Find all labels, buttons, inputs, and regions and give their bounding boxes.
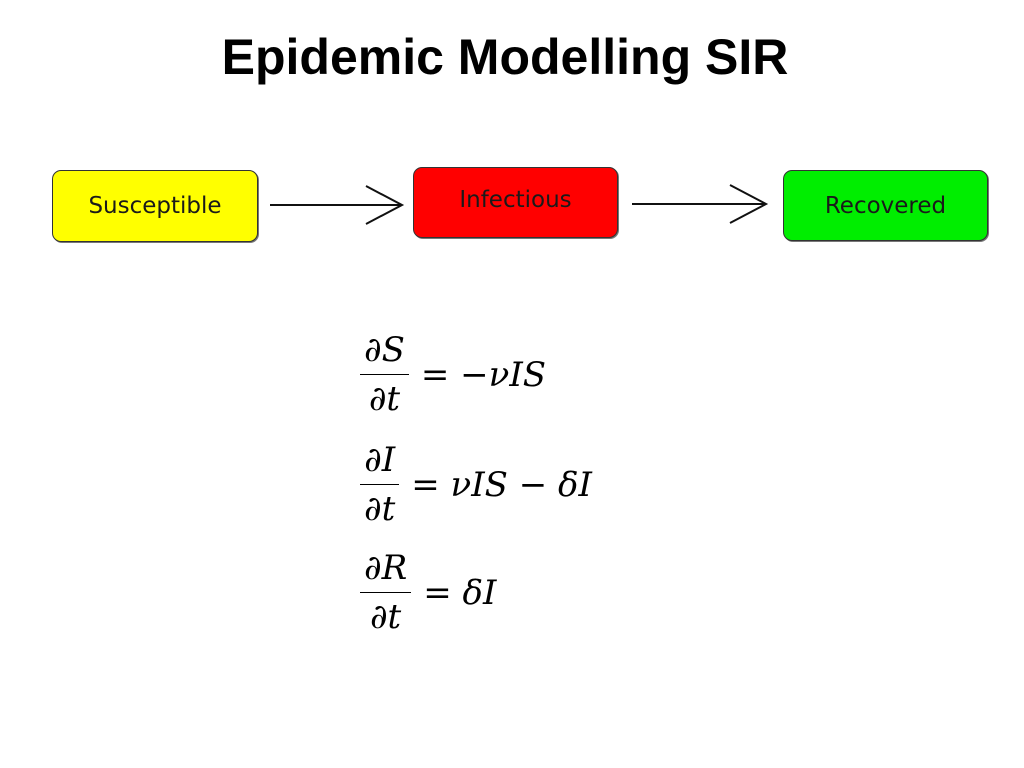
equation-susceptible: ∂S ∂t = −νIS (360, 330, 546, 419)
equation-rhs: = νIS − δI (411, 464, 592, 505)
fraction-numerator: ∂R (360, 548, 412, 593)
arrow-susceptible-to-infectious (270, 185, 405, 225)
infectious-box: Infectious (413, 167, 618, 238)
sir-equations: ∂S ∂t = −νIS ∂I ∂t = νIS − δI ∂R ∂t = δI (360, 330, 690, 648)
fraction-numerator: ∂S (360, 330, 409, 375)
derivative-fraction: ∂S ∂t (360, 330, 409, 419)
equation-rhs: = −νIS (420, 354, 547, 395)
slide-title: Epidemic Modelling SIR (221, 29, 789, 85)
recovered-box: Recovered (783, 170, 988, 241)
equation-recovered: ∂R ∂t = δI (360, 548, 496, 637)
recovered-label: Recovered (824, 192, 947, 219)
fraction-numerator: ∂I (360, 440, 400, 485)
susceptible-label: Susceptible (88, 193, 222, 219)
fraction-denominator: ∂t (369, 597, 402, 637)
arrow-infectious-to-recovered (632, 184, 769, 224)
infectious-label: Infectious (459, 187, 572, 213)
equation-rhs: = δI (423, 572, 497, 613)
equation-infectious: ∂I ∂t = νIS − δI (360, 440, 592, 529)
susceptible-box: Susceptible (52, 170, 258, 242)
derivative-fraction: ∂R ∂t (360, 548, 412, 637)
fraction-denominator: ∂t (368, 379, 401, 419)
fraction-denominator: ∂t (364, 489, 396, 529)
derivative-fraction: ∂I ∂t (360, 440, 400, 529)
